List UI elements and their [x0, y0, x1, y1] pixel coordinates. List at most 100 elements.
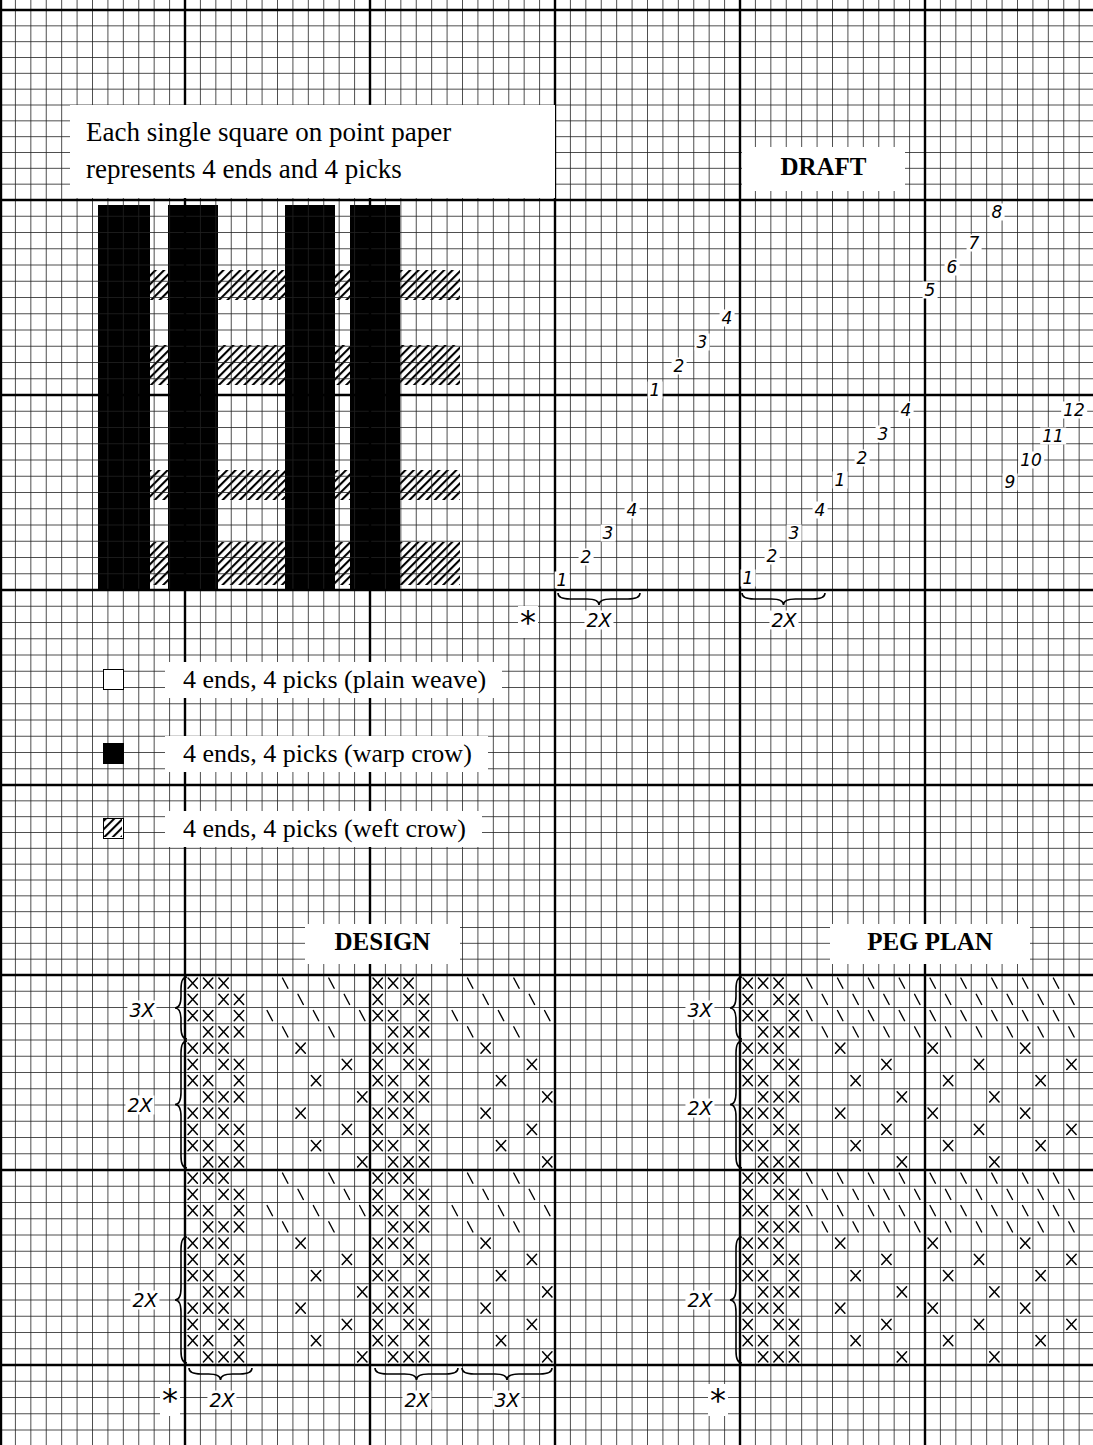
raiser-cross: [481, 1043, 490, 1053]
raiser-cross: [219, 1108, 228, 1118]
raiser-cross: [419, 1011, 428, 1021]
raiser-cross: [743, 1124, 752, 1134]
weave-marks: [188, 978, 1076, 1362]
raiser-cross: [789, 1287, 798, 1297]
raiser-cross: [1036, 1076, 1045, 1086]
raiser-cross: [373, 1141, 382, 1151]
raiser-cross: [388, 1027, 397, 1037]
plain-stroke: [1069, 1222, 1074, 1232]
raiser-cross: [234, 1352, 243, 1362]
raiser-cross: [373, 1303, 382, 1313]
raiser-cross: [388, 1206, 397, 1216]
raiser-cross: [481, 1303, 490, 1313]
plain-stroke: [884, 1189, 889, 1199]
section-title: DRAFT: [742, 147, 905, 191]
raiser-cross: [203, 1092, 212, 1102]
repeat-count: 2X: [207, 1391, 236, 1410]
raiser-cross: [388, 1303, 397, 1313]
draft-number: 3: [695, 334, 710, 351]
raiser-cross: [543, 1092, 552, 1102]
repeat-bracket: [462, 1368, 552, 1380]
plain-stroke: [822, 994, 827, 1004]
grid-line: [0, 1121, 1093, 1122]
draft-number: 4: [625, 502, 640, 519]
raiser-cross: [758, 1157, 767, 1167]
start-mark: *: [708, 1384, 728, 1416]
grid-line: [0, 541, 1093, 542]
raiser-cross: [404, 1189, 413, 1199]
raiser-cross: [743, 1238, 752, 1248]
draft-number: 3: [876, 426, 891, 443]
grid-line: [92, 0, 93, 1445]
repeat-bracket: [175, 1041, 187, 1168]
raiser-cross: [743, 1206, 752, 1216]
raiser-cross: [758, 1271, 767, 1281]
raiser-cross: [373, 1238, 382, 1248]
raiser-cross: [188, 1059, 197, 1069]
plain-stroke: [1069, 994, 1074, 1004]
raiser-cross: [774, 1287, 783, 1297]
raiser-cross: [527, 1124, 536, 1134]
raiser-cross: [1067, 1319, 1076, 1329]
raiser-cross: [188, 1124, 197, 1134]
raiser-cross: [527, 1254, 536, 1264]
plain-stroke: [853, 994, 858, 1004]
raiser-cross: [296, 1303, 305, 1313]
plain-stroke: [498, 1206, 503, 1216]
raiser-cross: [188, 1254, 197, 1264]
raiser-cross: [404, 1287, 413, 1297]
raiser-cross: [1021, 1238, 1030, 1248]
plain-stroke: [915, 1189, 920, 1199]
raiser-cross: [388, 1287, 397, 1297]
repeat-bracket: [375, 1368, 458, 1380]
raiser-cross: [188, 1173, 197, 1183]
grid-line: [477, 0, 478, 1445]
hatch-sample: [104, 819, 122, 837]
plain-stroke: [1069, 1027, 1074, 1037]
raiser-cross: [388, 1011, 397, 1021]
raiser-cross: [836, 1043, 845, 1053]
raiser-cross: [882, 1254, 891, 1264]
plain-stroke: [1069, 1189, 1074, 1199]
grid-line: [863, 0, 864, 1445]
plain-stroke: [267, 1011, 272, 1021]
plain-stroke: [514, 1173, 519, 1183]
plain-stroke: [329, 978, 334, 988]
legend-text: 4 ends, 4 picks (weft crow): [165, 811, 482, 847]
raiser-cross: [758, 1173, 767, 1183]
raiser-cross: [219, 1173, 228, 1183]
plain-stroke: [329, 1027, 334, 1037]
raiser-cross: [234, 994, 243, 1004]
grid-line: [709, 0, 710, 1445]
raiser-cross: [404, 1059, 413, 1069]
note-box: Each single square on point paper repres…: [70, 105, 555, 198]
raiser-cross: [774, 1254, 783, 1264]
raiser-cross: [943, 1141, 952, 1151]
start-mark: *: [518, 606, 538, 638]
raiser-cross: [774, 1189, 783, 1199]
raiser-cross: [882, 1124, 891, 1134]
raiser-cross: [234, 1059, 243, 1069]
raiser-cross: [234, 1287, 243, 1297]
grid-line: [786, 0, 787, 1445]
node-text: PEG PLAN: [867, 924, 993, 960]
raiser-cross: [388, 1092, 397, 1102]
raiser-cross: [758, 1011, 767, 1021]
repeat-bracket: [730, 1041, 742, 1168]
grid-line: [416, 0, 417, 1445]
draft-number: 6: [945, 259, 960, 276]
raiser-cross: [743, 1108, 752, 1118]
plain-stroke: [899, 1173, 904, 1183]
raiser-cross: [388, 1271, 397, 1281]
raiser-cross: [311, 1076, 320, 1086]
plain-stroke: [313, 1011, 318, 1021]
plain-stroke: [822, 1027, 827, 1037]
draft-number: 3: [601, 525, 616, 542]
raiser-cross: [358, 1287, 367, 1297]
raiser-cross: [219, 1157, 228, 1167]
raiser-cross: [897, 1352, 906, 1362]
grid-line: [0, 864, 1093, 865]
raiser-cross: [234, 1189, 243, 1199]
plain-stroke: [1038, 994, 1043, 1004]
plain-stroke: [514, 1027, 519, 1037]
